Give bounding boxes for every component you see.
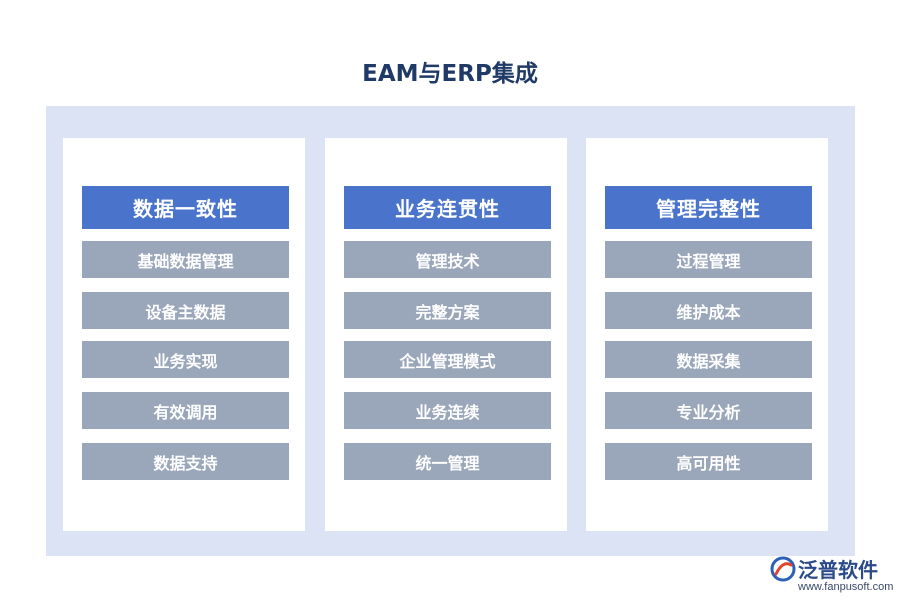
list-item: 数据采集 — [605, 341, 812, 378]
list-item: 完整方案 — [344, 292, 551, 329]
column-card-1: 数据一致性 基础数据管理 设备主数据 业务实现 有效调用 数据支持 — [63, 138, 305, 531]
list-item: 有效调用 — [82, 392, 289, 429]
column-heading: 数据一致性 — [82, 186, 289, 229]
integration-panel: 数据一致性 基础数据管理 设备主数据 业务实现 有效调用 数据支持 业务连贯性 … — [46, 106, 855, 556]
list-item: 基础数据管理 — [82, 241, 289, 278]
list-item: 数据支持 — [82, 443, 289, 480]
column-card-3: 管理完整性 过程管理 维护成本 数据采集 专业分析 高可用性 — [586, 138, 828, 531]
fanpu-logo-icon — [770, 556, 796, 582]
brand-name: 泛普软件 — [798, 558, 878, 582]
column-heading: 管理完整性 — [605, 186, 812, 229]
brand-logo: 泛普软件 www.fanpusoft.com — [770, 554, 894, 598]
column-card-2: 业务连贯性 管理技术 完整方案 企业管理模式 业务连续 统一管理 — [325, 138, 567, 531]
list-item: 维护成本 — [605, 292, 812, 329]
list-item: 专业分析 — [605, 392, 812, 429]
list-item: 企业管理模式 — [344, 341, 551, 378]
list-item: 业务实现 — [82, 341, 289, 378]
column-heading: 业务连贯性 — [344, 186, 551, 229]
list-item: 统一管理 — [344, 443, 551, 480]
list-item: 设备主数据 — [82, 292, 289, 329]
list-item: 管理技术 — [344, 241, 551, 278]
list-item: 高可用性 — [605, 443, 812, 480]
diagram-title: EAM与ERP集成 — [362, 61, 538, 87]
list-item: 业务连续 — [344, 392, 551, 429]
brand-url: www.fanpusoft.com — [798, 581, 894, 593]
list-item: 过程管理 — [605, 241, 812, 278]
